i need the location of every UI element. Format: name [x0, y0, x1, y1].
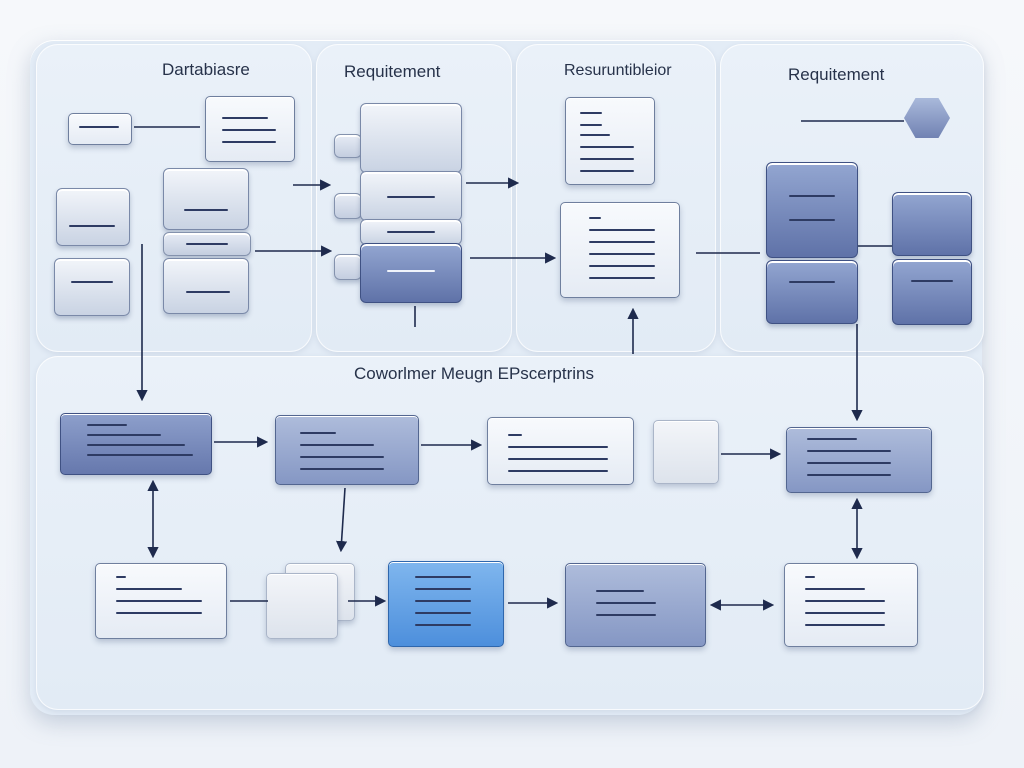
server-unit-1	[360, 103, 462, 173]
text-line	[580, 134, 610, 136]
arrow	[335, 487, 348, 553]
text-line	[387, 196, 435, 198]
text-line	[596, 602, 656, 604]
text-line	[415, 612, 471, 614]
text-line	[116, 588, 182, 590]
text-line	[415, 588, 471, 590]
text-line	[789, 219, 835, 221]
database-stack-lower	[163, 258, 249, 314]
process-block-r1	[653, 420, 719, 484]
server-unit-4	[360, 243, 462, 303]
text-line	[807, 462, 891, 464]
connector-node-icon	[904, 98, 950, 138]
text-line	[805, 600, 885, 602]
text-line	[805, 612, 885, 614]
text-line	[789, 195, 835, 197]
text-line	[186, 291, 230, 293]
text-line	[580, 124, 602, 126]
text-line	[300, 444, 374, 446]
process-card-r1-3	[487, 417, 634, 485]
process-card-r1-2	[275, 415, 419, 485]
database-stack-middle	[163, 232, 251, 256]
text-line	[805, 576, 815, 578]
panel-resource	[516, 44, 716, 352]
text-line	[71, 281, 113, 283]
text-line	[116, 600, 202, 602]
text-line	[589, 217, 601, 219]
server-unit-3	[360, 219, 462, 245]
text-line	[807, 474, 891, 476]
text-line	[87, 454, 193, 456]
text-line	[508, 434, 522, 436]
text-line	[580, 146, 634, 148]
text-line	[580, 158, 634, 160]
text-line	[300, 432, 336, 434]
database-stack-upper	[163, 168, 249, 230]
database-card-record	[205, 96, 295, 162]
text-line	[300, 456, 384, 458]
heading-database: Dartabiasre	[162, 60, 250, 79]
text-line	[87, 444, 185, 446]
text-line	[589, 277, 655, 279]
text-line	[589, 253, 655, 255]
text-line	[415, 600, 471, 602]
text-line	[589, 241, 655, 243]
text-line	[580, 112, 602, 114]
text-line	[87, 424, 127, 426]
text-line	[589, 265, 655, 267]
text-line	[87, 434, 161, 436]
process-card-r1-4	[786, 427, 932, 493]
text-line	[415, 576, 471, 578]
text-line	[222, 141, 276, 143]
heading-resource: Resuruntibleior	[564, 62, 672, 79]
process-card-r2-1	[95, 563, 227, 639]
database-cylinder-bottom	[54, 258, 130, 316]
process-card-r1-1	[60, 413, 212, 475]
text-line	[911, 280, 953, 282]
text-line	[789, 281, 835, 283]
text-line	[508, 446, 608, 448]
text-line	[807, 450, 891, 452]
text-line	[415, 624, 471, 626]
requirement-cabinet-upper	[766, 162, 858, 258]
text-line	[387, 270, 435, 272]
heading-requirement-2: Requitement	[788, 65, 885, 84]
resource-document	[565, 97, 655, 185]
text-line	[387, 231, 435, 233]
text-line	[805, 624, 885, 626]
text-line	[184, 209, 228, 211]
text-line	[222, 117, 268, 119]
text-line	[186, 243, 228, 245]
text-line	[508, 470, 608, 472]
text-line	[596, 614, 656, 616]
process-card-r2-highlight	[388, 561, 504, 647]
requirement-cabinet-lower	[766, 260, 858, 324]
text-line	[116, 612, 202, 614]
server-port-3	[334, 254, 362, 280]
text-line	[222, 129, 276, 131]
database-card-small	[68, 113, 132, 145]
heading-requirement-1: Requitement	[344, 62, 441, 81]
requirement-stack-lower	[892, 259, 972, 325]
resource-form	[560, 202, 680, 298]
heading-process-section: Coworlmer Meugn EPscerptrins	[354, 364, 594, 383]
text-line	[69, 225, 115, 227]
text-line	[79, 126, 119, 128]
process-block-r2-front	[266, 573, 338, 639]
process-card-r2-4	[784, 563, 918, 647]
text-line	[580, 170, 634, 172]
text-line	[807, 438, 857, 440]
text-line	[300, 468, 384, 470]
text-line	[589, 229, 655, 231]
database-cylinder-top	[56, 188, 130, 246]
requirement-stack-upper	[892, 192, 972, 256]
server-unit-2	[360, 171, 462, 221]
text-line	[596, 590, 644, 592]
server-port-2	[334, 193, 362, 219]
text-line	[805, 588, 865, 590]
text-line	[116, 576, 126, 578]
text-line	[508, 458, 608, 460]
process-card-r2-3	[565, 563, 706, 647]
